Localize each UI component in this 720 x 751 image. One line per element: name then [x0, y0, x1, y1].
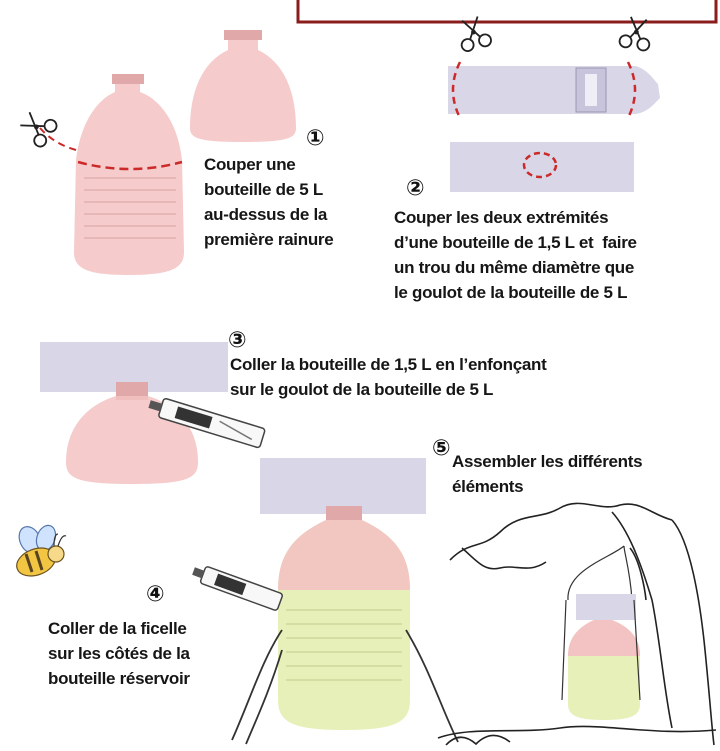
scissors-icon-2	[455, 15, 492, 53]
scissors-icon-1	[16, 107, 59, 149]
step1-bottle-5l	[40, 74, 184, 275]
step5-number: ⑤	[432, 438, 451, 460]
step4-text: Coller de la ficelle sur les côtés de la…	[48, 616, 190, 691]
step1-text: Couper une bouteille de 5 L au-dessus de…	[204, 152, 333, 252]
step3-text: Coller la bouteille de 1,5 L en l’enfonç…	[230, 352, 546, 402]
step5-text: Assembler les différents éléments	[452, 449, 642, 499]
step3-number: ③	[228, 330, 247, 352]
step1-bottle-top	[190, 30, 296, 142]
step4-number: ④	[146, 584, 165, 606]
title-frame	[298, 0, 716, 22]
step1-number: ①	[306, 128, 325, 150]
step2-bottle-cut	[450, 142, 634, 192]
step2-text: Couper les deux extrémités d’une bouteil…	[394, 205, 637, 305]
step2-number: ②	[406, 178, 425, 200]
step2-bottle-1l5	[448, 62, 660, 118]
glue-tube-icon-2	[190, 563, 283, 611]
hanging-trap	[562, 546, 640, 720]
bee-icon	[13, 523, 66, 581]
